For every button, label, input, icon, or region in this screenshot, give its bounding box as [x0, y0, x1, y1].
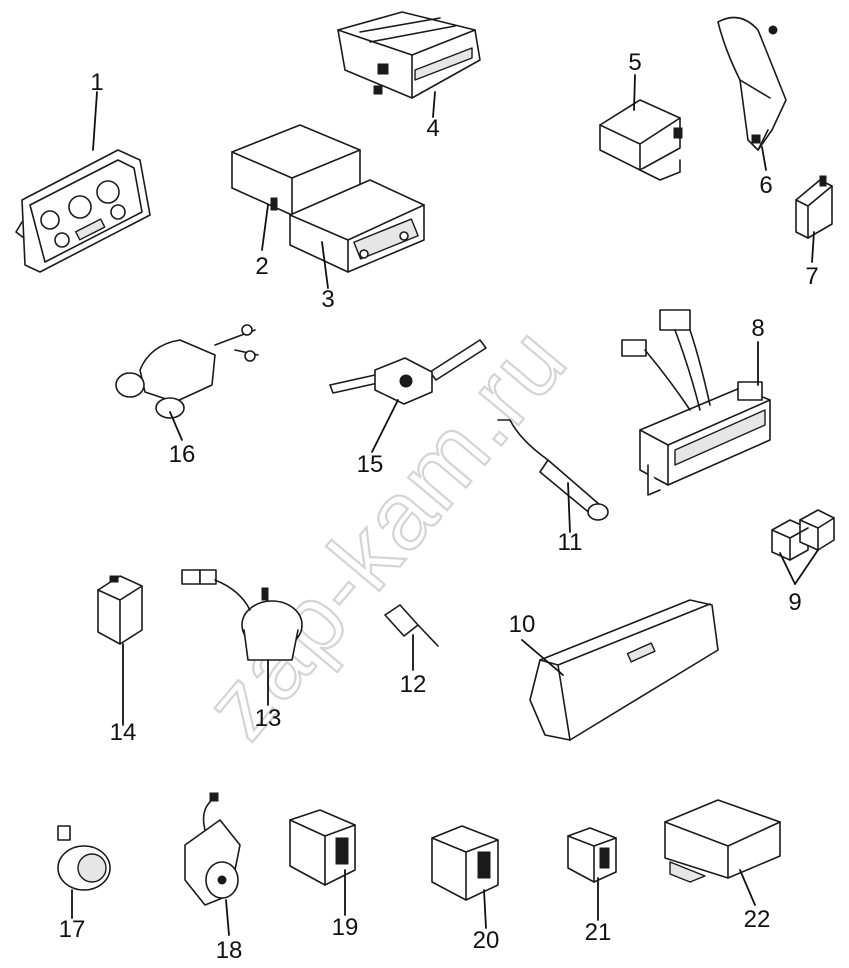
callout-11: 11 — [558, 529, 583, 556]
leader-lines — [71, 74, 819, 936]
callout-7: 7 — [805, 263, 818, 290]
part-16-ignition-lock — [115, 324, 259, 419]
callout-labels: 1 2 3 4 5 6 7 8 9 10 11 12 13 14 15 16 1… — [59, 49, 819, 964]
callout-20: 20 — [473, 927, 500, 954]
part-22-control-unit — [664, 799, 781, 883]
part-10-glove-box — [529, 599, 719, 741]
callout-16: 16 — [169, 441, 196, 468]
part-8-fuse-block — [621, 309, 771, 496]
callout-5: 5 — [628, 49, 641, 76]
part-6-shroud — [717, 16, 787, 151]
callout-8: 8 — [751, 315, 764, 342]
callout-21: 21 — [585, 919, 612, 946]
callout-12: 12 — [400, 671, 427, 698]
part-19-rocker-switch — [289, 809, 356, 886]
part-12-sensor — [384, 604, 439, 647]
part-4-bracket — [337, 11, 481, 99]
part-1-instrument-cluster — [15, 149, 151, 273]
callout-3: 3 — [321, 286, 334, 313]
part-21-switch — [567, 827, 617, 883]
part-13-switch-assembly — [181, 569, 303, 661]
callout-19: 19 — [332, 914, 359, 941]
part-9-relays — [771, 509, 835, 561]
callout-6: 6 — [759, 172, 772, 199]
part-14-flasher — [97, 575, 143, 645]
part-18-horn — [184, 792, 241, 906]
callout-10: 10 — [509, 611, 536, 638]
callout-13: 13 — [255, 705, 282, 732]
callout-18: 18 — [216, 937, 243, 964]
part-5-module — [599, 99, 683, 181]
callout-1: 1 — [90, 69, 103, 96]
part-17-horn — [57, 825, 111, 891]
part-7-switch — [795, 175, 833, 239]
part-20-rocker-switch — [431, 825, 499, 901]
callout-15: 15 — [357, 451, 384, 478]
callout-14: 14 — [110, 719, 137, 746]
callout-2: 2 — [255, 253, 268, 280]
callout-9: 9 — [788, 589, 801, 616]
callout-4: 4 — [426, 115, 439, 142]
part-11-lighter — [497, 419, 609, 521]
part-15-combination-switch — [329, 339, 487, 405]
part-2-radio-housing — [231, 124, 361, 216]
callout-17: 17 — [59, 916, 86, 943]
callout-22: 22 — [744, 906, 771, 933]
